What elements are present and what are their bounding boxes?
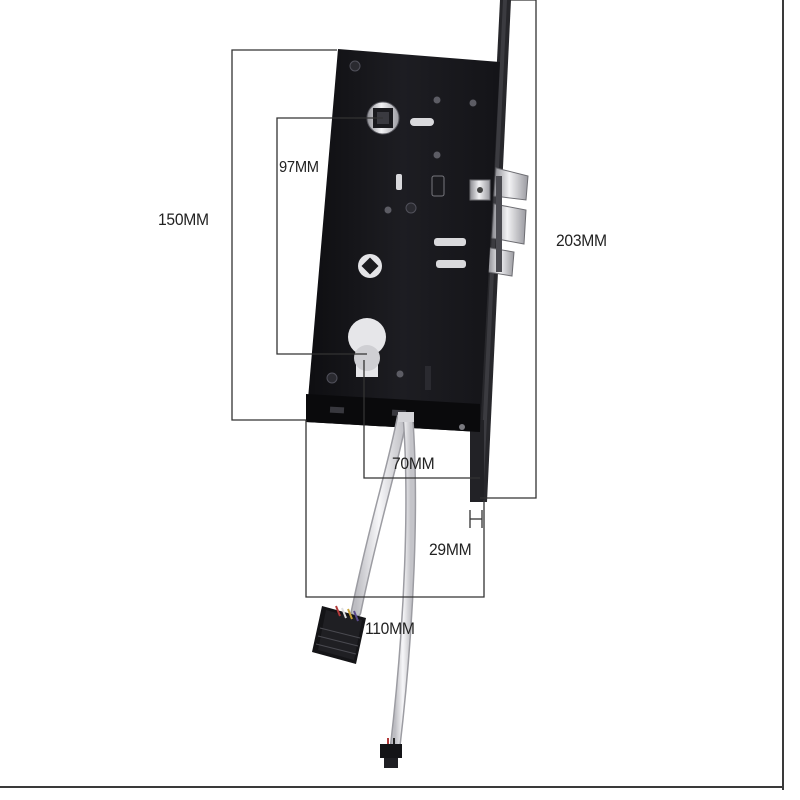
dimension-203-line — [480, 0, 537, 499]
lock-body — [306, 49, 500, 432]
label-203mm: 203MM — [556, 231, 607, 250]
two-pin-connector — [380, 738, 402, 768]
label-97mm: 97MM — [279, 159, 319, 176]
label-150mm: 150MM — [158, 210, 209, 229]
dimension-150-line — [231, 49, 337, 421]
dimension-97-line — [276, 117, 383, 355]
multi-pin-connector — [312, 605, 366, 664]
label-110mm: 110MM — [365, 619, 415, 638]
latch-bolts — [487, 167, 529, 277]
dimension-70-line — [363, 360, 480, 479]
frame-border-right — [782, 0, 784, 790]
dimension-lines — [231, 0, 537, 598]
cylinder-cutout — [348, 318, 386, 377]
wire-harness — [350, 412, 417, 754]
label-29mm: 29MM — [429, 540, 472, 559]
label-70mm: 70MM — [392, 454, 435, 473]
dimension-110-line — [305, 420, 485, 598]
dimension-29-marker — [469, 510, 483, 528]
frame-border-bottom — [0, 786, 784, 788]
stamped-mark — [425, 366, 431, 390]
